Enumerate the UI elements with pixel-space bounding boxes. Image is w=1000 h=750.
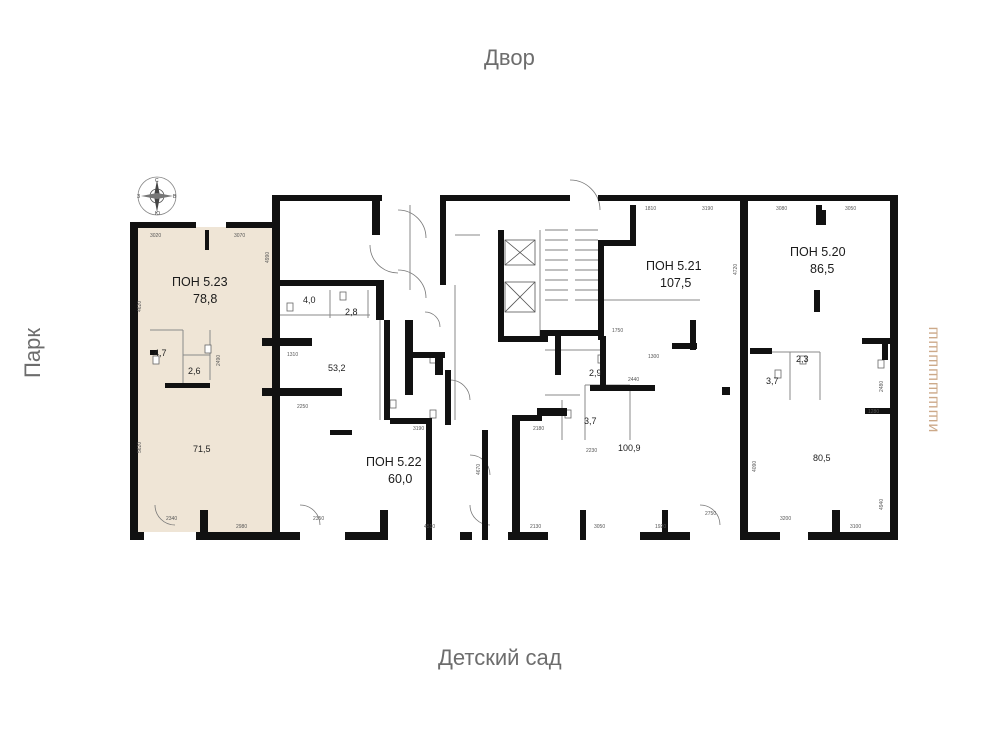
- dimension-label: 2440: [628, 377, 639, 383]
- dimension-label: 4720: [733, 264, 739, 275]
- room-area: 80,5: [813, 453, 831, 463]
- dimension-label: 2230: [586, 448, 597, 454]
- dimension-label: 4940: [879, 499, 885, 510]
- dimension-label: 3050: [594, 524, 605, 530]
- room-area: 2,9: [589, 368, 602, 378]
- unit-5-21-area: 107,5: [660, 276, 691, 290]
- dimension-label: 4670: [476, 464, 482, 475]
- room-area: 53,2: [328, 363, 346, 373]
- dimension-label: 3070: [234, 233, 245, 239]
- walls: [130, 195, 898, 540]
- dimension-label: 3100: [850, 524, 861, 530]
- dimension-label: 1750: [612, 328, 623, 334]
- dimension-label: 2490: [216, 355, 222, 366]
- compass-letter-e: В: [173, 194, 177, 200]
- dimension-label: 2340: [166, 516, 177, 522]
- dimension-label: 3190: [702, 206, 713, 212]
- dimension-labels: 3020 3070 4620 5620 2340 2980 2490 1310 …: [137, 206, 885, 530]
- dimension-label: 4990: [265, 252, 271, 263]
- unit-5-23-title: ПОН 5.23: [172, 275, 228, 289]
- unit-5-20-area: 86,5: [810, 262, 834, 276]
- dimension-label: 3020: [150, 233, 161, 239]
- room-area: 4,7: [154, 348, 167, 358]
- stairwell: [504, 229, 598, 313]
- direction-label-south-kindergarten: Детский сад: [438, 645, 562, 670]
- dimension-label: 2350: [313, 516, 324, 522]
- compass-letter-w: З: [137, 194, 140, 200]
- unit-5-21-title: ПОН 5.21: [646, 259, 702, 273]
- room-area: 100,9: [618, 443, 641, 453]
- dimension-label: 3080: [776, 206, 787, 212]
- unit-5-20-title: ПОН 5.20: [790, 245, 846, 259]
- room-area: 71,5: [193, 444, 211, 454]
- dimension-label: 1300: [648, 354, 659, 360]
- dimension-label: 1810: [645, 206, 656, 212]
- dimension-label: 1280: [868, 409, 879, 415]
- room-area: 3,7: [584, 416, 597, 426]
- room-area: 2,8: [345, 307, 358, 317]
- room-area: 2,6: [188, 366, 201, 376]
- dimension-label: 2750: [705, 511, 716, 517]
- room-area: 3,7: [766, 376, 779, 386]
- dimension-label: 4620: [137, 301, 143, 312]
- dimension-label: 2250: [297, 404, 308, 410]
- dimension-label: 3190: [413, 426, 424, 432]
- room-area: 4,0: [303, 295, 316, 305]
- dimension-label: 3050: [845, 206, 856, 212]
- dimension-label: 2980: [236, 524, 247, 530]
- compass-letter-n: С: [155, 178, 159, 184]
- dimension-label: 2180: [533, 426, 544, 432]
- dimension-label: 3200: [780, 516, 791, 522]
- room-area: 2,3: [796, 354, 809, 364]
- dimension-label: 4090: [752, 461, 758, 472]
- dimension-label: 4510: [424, 524, 435, 530]
- compass-letter-s: Ю: [155, 211, 160, 217]
- dimension-label: 2130: [530, 524, 541, 530]
- unit-5-23-highlight: [136, 227, 276, 532]
- unit-5-23-area: 78,8: [193, 292, 217, 306]
- unit-5-22-title: ПОН 5.22: [366, 455, 422, 469]
- unit-5-22-area: 60,0: [388, 472, 412, 486]
- dimension-label: 5620: [137, 442, 143, 453]
- dimension-label: 2480: [879, 381, 885, 392]
- dimension-label: 1310: [287, 352, 298, 358]
- compass-icon: С В Ю З: [137, 176, 177, 217]
- direction-label-north-courtyard: Двор: [484, 45, 535, 70]
- dimension-label: 1920: [655, 524, 666, 530]
